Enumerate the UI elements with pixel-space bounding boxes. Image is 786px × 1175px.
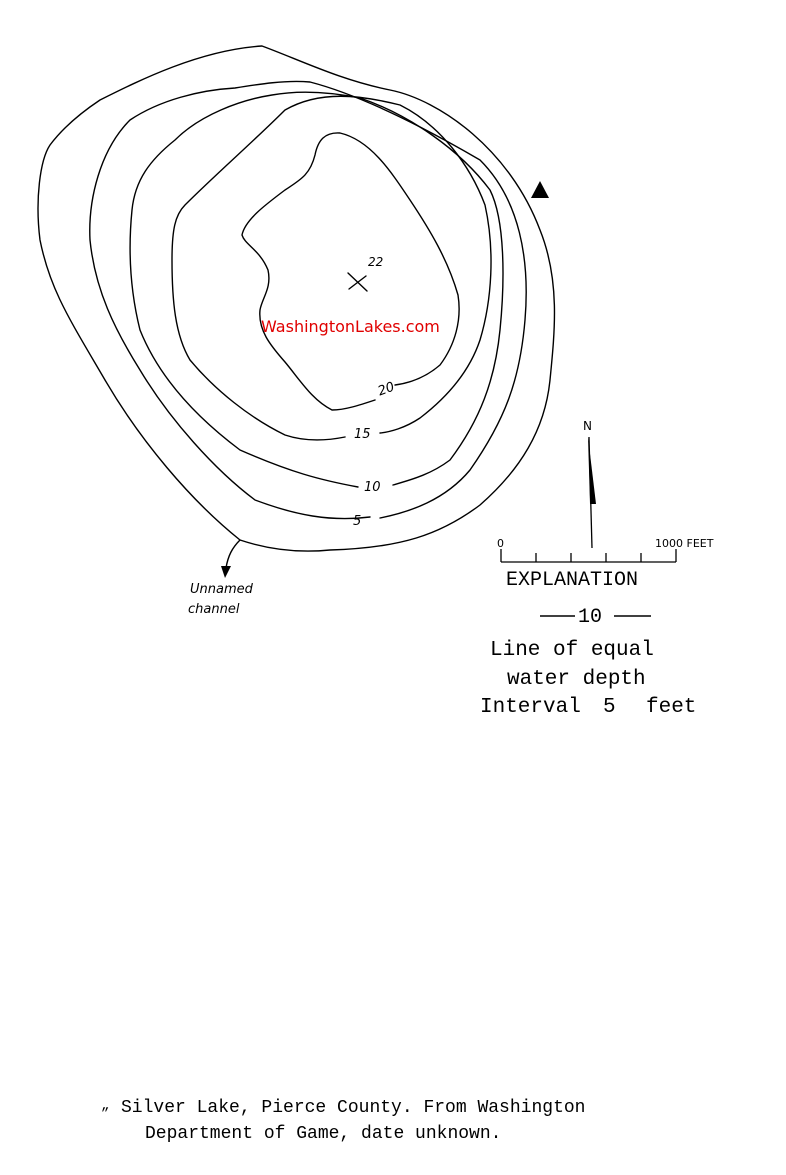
scale-end-label: 1000 FEET bbox=[655, 537, 714, 550]
explanation-line2: water depth bbox=[507, 668, 646, 691]
explanation-title: EXPLANATION bbox=[506, 569, 639, 592]
bathymetric-map bbox=[37, 45, 677, 617]
scale-bar bbox=[500, 549, 677, 563]
scale-start-label: 0 bbox=[497, 537, 504, 550]
contour-label-10: 10 bbox=[364, 480, 381, 495]
explanation-interval-value: 5 bbox=[603, 696, 616, 719]
explanation-line1: Line of equal bbox=[490, 639, 654, 662]
contour-10 bbox=[129, 91, 504, 488]
max-depth-label: 22 bbox=[368, 255, 384, 269]
caption-line1: Silver Lake, Pierce County. From Washing… bbox=[121, 1098, 586, 1118]
explanation-sample-value: 10 bbox=[578, 606, 603, 629]
channel-label-line1: Unnamed bbox=[190, 582, 253, 597]
caption-bullet: „ bbox=[101, 1098, 110, 1114]
north-label: N bbox=[583, 419, 592, 433]
shoreline bbox=[37, 45, 556, 552]
contour-label-5: 5 bbox=[353, 514, 362, 529]
explanation-interval-label: Interval bbox=[480, 696, 581, 719]
contour-15 bbox=[171, 95, 492, 441]
explanation-interval-unit: feet bbox=[646, 696, 697, 719]
contour-5 bbox=[89, 80, 527, 520]
contour-20 bbox=[241, 132, 460, 411]
north-arrow-icon bbox=[588, 436, 596, 549]
max-depth-cross-b bbox=[348, 275, 367, 290]
outlet-channel bbox=[225, 539, 241, 569]
landmark-triangle-icon bbox=[531, 181, 549, 198]
watermark-text: WashingtonLakes.com bbox=[261, 317, 440, 336]
channel-label-line2: channel bbox=[188, 602, 240, 617]
contour-label-15: 15 bbox=[354, 427, 371, 442]
caption-line2: Department of Game, date unknown. bbox=[145, 1124, 502, 1144]
channel-arrowhead bbox=[221, 566, 231, 578]
